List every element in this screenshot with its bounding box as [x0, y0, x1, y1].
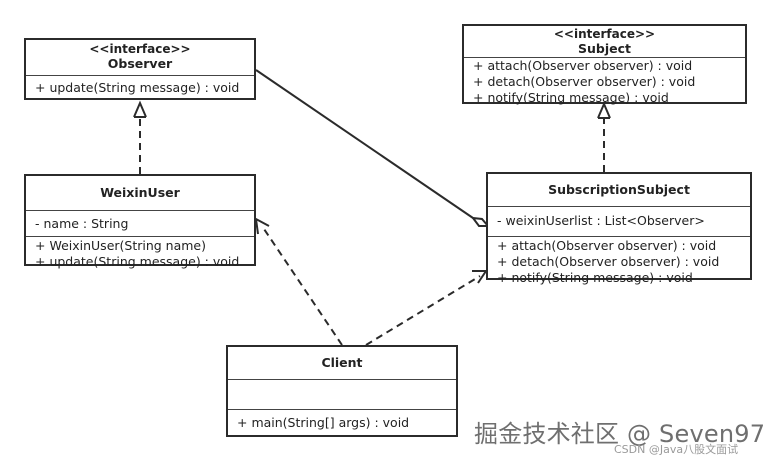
subject-stereotype: <<interface>> [553, 27, 656, 41]
subscriptionsubject-operation: + notify(String message) : void [497, 270, 693, 285]
watermark-sub: CSDN @Java八股文面试 [614, 443, 739, 456]
client-operations: + main(String[] args) : void [228, 410, 456, 433]
subscriptionsubject-operations: + attach(Observer observer) : void + det… [488, 237, 750, 288]
subject-operation: + notify(String message) : void [473, 90, 669, 105]
observer-name: Observer [107, 56, 173, 71]
weixinuser-operation: + update(String message) : void [35, 254, 240, 269]
subject-name: Subject [578, 41, 631, 56]
weixinuser-operations: + WeixinUser(String name) + update(Strin… [26, 237, 254, 272]
observer-header: <<interface>> Observer [26, 40, 254, 76]
weixinuser-attributes: - name : String [26, 211, 254, 237]
subscriptionsubject-name: SubscriptionSubject [488, 174, 750, 207]
subject-operation: + detach(Observer observer) : void [473, 74, 696, 89]
client-class-box[interactable]: Client + main(String[] args) : void [226, 345, 458, 437]
dependency-client-weixinuser [261, 225, 343, 346]
subject-operations: + attach(Observer observer) : void + det… [464, 58, 745, 108]
weixinuser-class-box[interactable]: WeixinUser - name : String + WeixinUser(… [24, 174, 256, 269]
observer-operation: + update(String message) : void [35, 80, 240, 95]
subject-interface-box[interactable]: <<interface>> Subject + attach(Observer … [462, 24, 747, 105]
dependency-arrowhead-weixinuser [254, 217, 270, 235]
weixinuser-operation: + WeixinUser(String name) [35, 238, 207, 253]
dependency-client-subscription [365, 275, 481, 346]
subscriptionsubject-operation: + attach(Observer observer) : void [497, 238, 717, 253]
client-name: Client [228, 347, 456, 380]
subscriptionsubject-attribute: - weixinUserlist : List<Observer> [497, 213, 705, 228]
subject-operation: + attach(Observer observer) : void [473, 58, 693, 73]
subscriptionsubject-operation: + detach(Observer observer) : void [497, 254, 720, 269]
client-operation: + main(String[] args) : void [237, 415, 410, 430]
aggregation-line [255, 69, 474, 219]
weixinuser-attribute: - name : String [35, 216, 129, 231]
dependency-arrowhead-subscription [472, 270, 488, 284]
weixinuser-name: WeixinUser [26, 176, 254, 211]
observer-interface-box[interactable]: <<interface>> Observer + update(String m… [24, 38, 256, 100]
realization-arrowhead-observer [133, 100, 147, 118]
watermark-main: 掘金技术社区 @ Seven97 [474, 420, 766, 448]
subject-header: <<interface>> Subject [464, 26, 745, 58]
client-attributes [228, 380, 456, 410]
observer-operations: + update(String message) : void [26, 76, 254, 98]
observer-stereotype: <<interface>> [89, 42, 191, 56]
subscriptionsubject-attributes: - weixinUserlist : List<Observer> [488, 207, 750, 237]
subscriptionsubject-class-box[interactable]: SubscriptionSubject - weixinUserlist : L… [486, 172, 752, 285]
realization-arrowhead-subject [597, 101, 611, 119]
